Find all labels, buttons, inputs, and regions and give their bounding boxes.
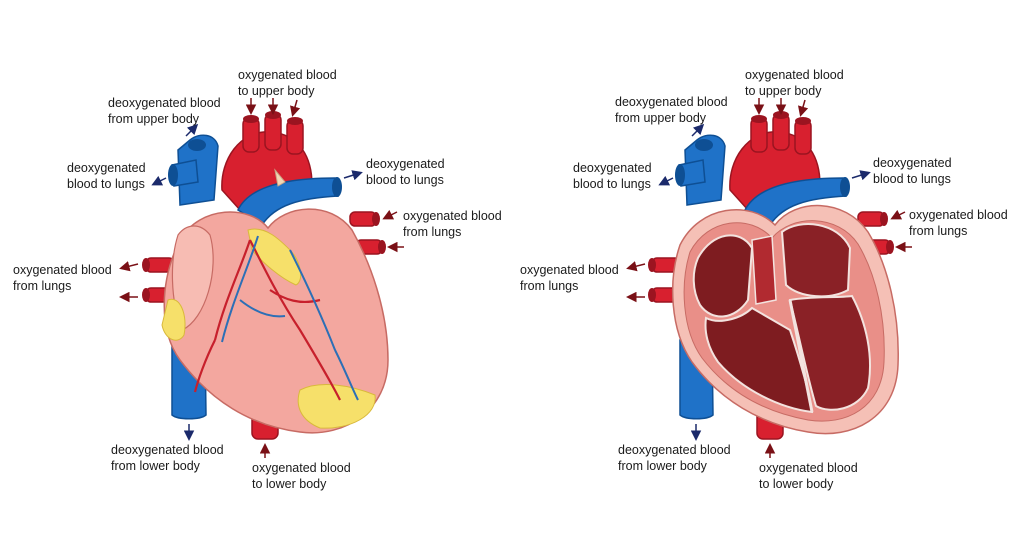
label-right-lungs-out-right: deoxygenated blood to lungs: [873, 155, 952, 187]
right-superior-vena-cava: [684, 134, 726, 206]
label-line: deoxygenated: [366, 157, 445, 171]
label-line: from lungs: [403, 225, 462, 239]
left-heart-muscle: [163, 208, 389, 434]
label-line: oxygenated blood: [238, 68, 337, 82]
arrow-left-upper-3: [290, 99, 301, 117]
label-left-lungs-out-right: deoxygenated blood to lungs: [366, 156, 445, 188]
label-line: to lower body: [252, 477, 327, 491]
label-line: oxygenated blood: [909, 208, 1008, 222]
arrow-left-lungs-in-left-1: [119, 261, 139, 272]
right-heart-cross-section: [648, 111, 899, 440]
label-line: from lungs: [520, 279, 579, 293]
label-line: oxygenated blood: [759, 461, 858, 475]
left-atrium-chamber: [780, 223, 852, 298]
label-line: to upper body: [745, 84, 822, 98]
left-ventricle-chamber: [788, 294, 871, 411]
right-atrium-chamber: [692, 234, 754, 318]
arrow-left-upper-body-in: [185, 123, 199, 137]
label-line: blood to lungs: [366, 173, 444, 187]
label-line: blood to lungs: [873, 172, 951, 186]
label-line: to lower body: [759, 477, 834, 491]
label-line: from upper body: [108, 112, 200, 126]
left-superior-vena-cava: [177, 134, 219, 206]
label-left-lower-body-out: oxygenated blood to lower body: [252, 460, 351, 492]
label-line: deoxygenated: [67, 161, 146, 175]
label-line: oxygenated blood: [252, 461, 351, 475]
arrow-right-lungs-out-left: [658, 175, 674, 186]
label-line: deoxygenated blood: [618, 443, 731, 457]
label-line: to upper body: [238, 84, 315, 98]
label-line: deoxygenated blood: [108, 96, 221, 110]
label-line: deoxygenated: [873, 156, 952, 170]
label-line: from lower body: [618, 459, 707, 473]
label-right-upper-body-in: deoxygenated blood from upper body: [615, 94, 728, 126]
right-flow-arrows: [626, 98, 912, 458]
label-line: oxygenated blood: [13, 263, 112, 277]
arrow-left-lungs-out-right: [343, 170, 363, 181]
label-right-lower-body-out: oxygenated blood to lower body: [759, 460, 858, 492]
label-line: oxygenated blood: [403, 209, 502, 223]
label-line: oxygenated blood: [745, 68, 844, 82]
arrow-right-upper-body-in: [691, 123, 705, 137]
label-line: deoxygenated: [573, 161, 652, 175]
label-line: from upper body: [615, 111, 707, 125]
label-left-lower-body-in: deoxygenated blood from lower body: [111, 442, 224, 474]
label-line: blood to lungs: [573, 177, 651, 191]
arrow-right-lungs-in-right-1: [890, 209, 906, 220]
label-left-lungs-in-right: oxygenated blood from lungs: [403, 208, 502, 240]
arrow-left-lungs-out-left: [151, 175, 167, 186]
label-left-upper-body-out: oxygenated blood to upper body: [238, 67, 337, 99]
left-heart-exterior: [142, 111, 389, 440]
label-right-lungs-in-left: oxygenated blood from lungs: [520, 262, 619, 294]
label-left-lungs-in-left: oxygenated blood from lungs: [13, 262, 112, 294]
label-line: blood to lungs: [67, 177, 145, 191]
label-right-lungs-out-left: deoxygenated blood to lungs: [573, 160, 652, 192]
label-right-lower-body-in: deoxygenated blood from lower body: [618, 442, 731, 474]
label-line: oxygenated blood: [520, 263, 619, 277]
arrow-right-lungs-in-left-1: [626, 261, 646, 272]
label-line: from lungs: [909, 224, 968, 238]
label-right-lungs-in-right: oxygenated blood from lungs: [909, 207, 1008, 239]
label-left-lungs-out-left: deoxygenated blood to lungs: [67, 160, 146, 192]
label-left-upper-body-in: deoxygenated blood from upper body: [108, 95, 221, 127]
label-right-upper-body-out: oxygenated blood to upper body: [745, 67, 844, 99]
label-line: deoxygenated blood: [111, 443, 224, 457]
arrow-right-upper-3: [798, 99, 809, 117]
label-line: from lower body: [111, 459, 200, 473]
label-line: from lungs: [13, 279, 72, 293]
arrow-left-lungs-in-right-1: [382, 209, 398, 220]
label-line: deoxygenated blood: [615, 95, 728, 109]
arrow-right-lungs-out-right: [851, 170, 871, 181]
left-flow-arrows: [119, 98, 404, 458]
